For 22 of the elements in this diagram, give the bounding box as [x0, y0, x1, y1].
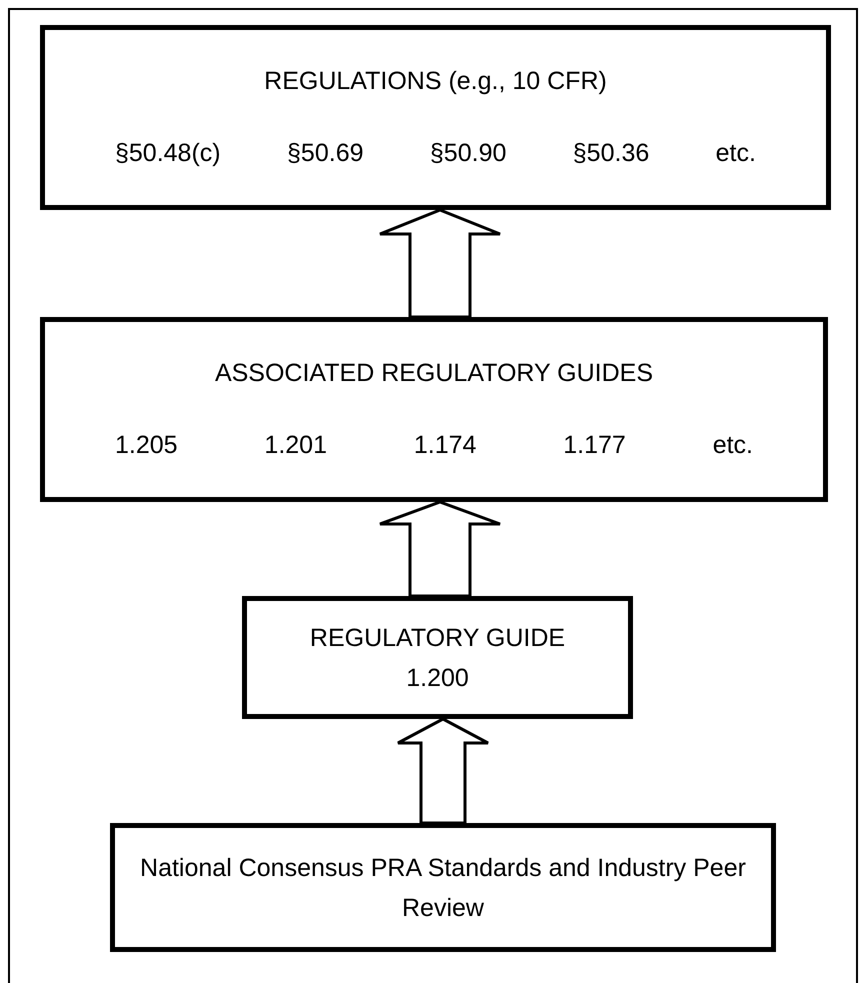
text-box — [242, 596, 633, 719]
item-label: etc. — [712, 430, 753, 460]
text-box — [40, 317, 828, 502]
box-text: REGULATORY GUIDE — [308, 622, 566, 654]
item-label: §50.48(c) — [115, 138, 221, 168]
block-arrow — [378, 208, 502, 318]
item-label: 1.205 — [115, 430, 178, 460]
block-arrow — [396, 717, 490, 824]
item-label: §50.90 — [430, 138, 506, 168]
item-label: §50.36 — [572, 138, 650, 168]
text-box — [110, 823, 776, 952]
box-heading: REGULATIONS (e.g., 10 CFR) — [264, 66, 607, 98]
item-label: 1.177 — [563, 430, 626, 460]
item-label: etc. — [716, 138, 756, 168]
box-text: National Consensus PRA Standards and Industry Peer Review — [139, 852, 747, 924]
item-label: 1.201 — [264, 430, 327, 460]
block-arrow — [378, 500, 502, 598]
item-label: §50.69 — [287, 138, 364, 168]
box-heading: ASSOCIATED REGULATORY GUIDES — [214, 358, 654, 390]
box-text: 1.200 — [405, 662, 470, 694]
item-label: 1.174 — [414, 430, 476, 460]
text-box — [40, 25, 831, 210]
